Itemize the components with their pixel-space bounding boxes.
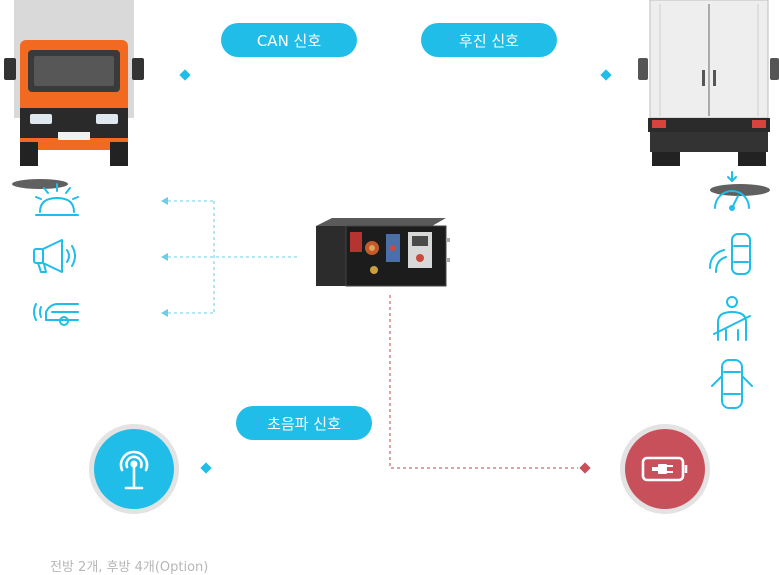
power-badge — [620, 424, 710, 514]
sensor-count-caption: 전방 2개, 후방 4개(Option) — [50, 560, 209, 575]
ultrasonic-signal-label: 초음파 신호 — [236, 406, 372, 440]
car-door-icon — [709, 233, 751, 275]
ultrasonic-sensor-badge — [89, 424, 179, 514]
truck-rear-image — [638, 0, 779, 196]
ultrasonic-sensor-icon — [119, 450, 149, 490]
control-box-device — [316, 218, 450, 287]
speedometer-icon — [714, 171, 750, 211]
car-proximity-icon — [33, 303, 79, 326]
seatbelt-icon — [713, 296, 751, 341]
car-top-icon — [711, 359, 753, 409]
megaphone-icon — [33, 239, 76, 273]
power-plug-icon — [641, 456, 688, 482]
reverse-signal-label: 후진 신호 — [421, 23, 557, 57]
truck-front-image — [4, 0, 144, 189]
alarm-light-icon — [35, 183, 79, 216]
can-signal-label: CAN 신호 — [221, 23, 357, 57]
